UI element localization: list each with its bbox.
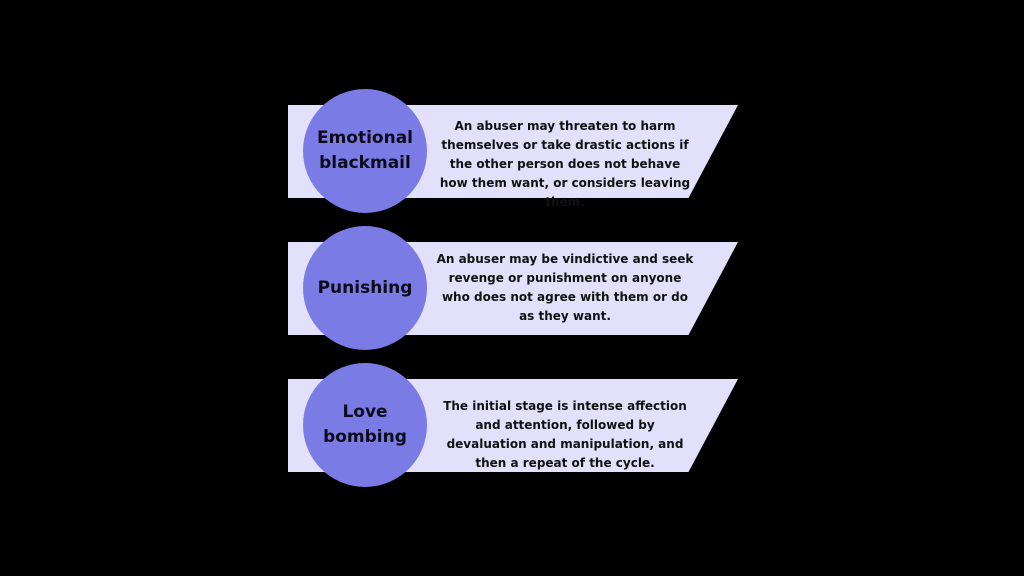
item-title: Love bombing: [323, 402, 407, 447]
item-love-bombing: Love bombing The initial stage is intens…: [288, 363, 738, 493]
item-description: An abuser may be vindictive and seek rev…: [436, 252, 694, 323]
item-description: The initial stage is intense affection a…: [443, 399, 687, 470]
item-circle: Punishing: [303, 226, 427, 350]
item-punishing: Punishing An abuser may be vindictive an…: [288, 226, 738, 356]
item-title: Punishing: [317, 277, 413, 298]
item-title: Emotional blackmail: [316, 128, 414, 173]
item-circle: Emotional blackmail: [303, 89, 427, 213]
item-description: An abuser may threaten to harm themselve…: [439, 119, 691, 209]
item-circle: Love bombing: [303, 363, 427, 487]
item-emotional-blackmail: Emotional blackmail An abuser may threat…: [288, 89, 738, 219]
